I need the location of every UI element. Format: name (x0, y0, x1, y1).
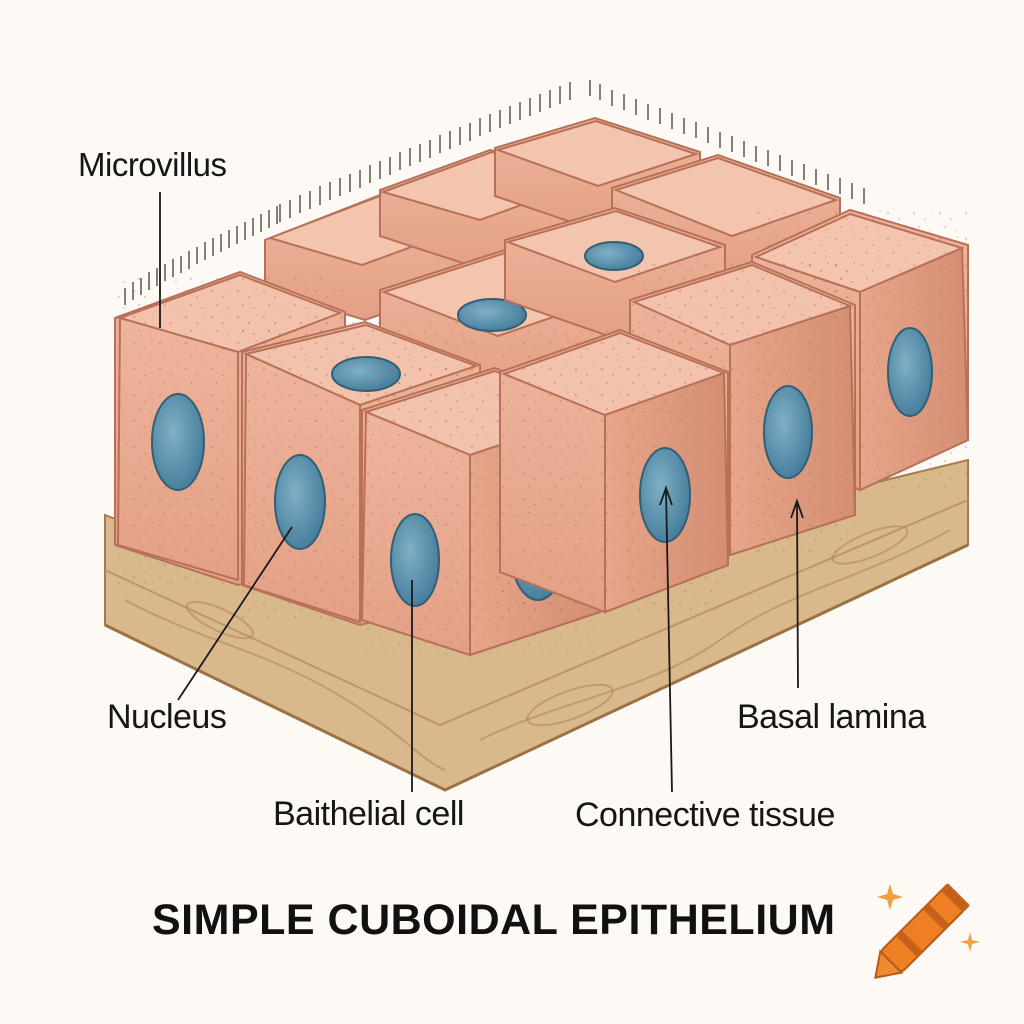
arrow-basal (790, 498, 804, 519)
label-connective-tissue: Connective tissue (575, 796, 835, 834)
leader-basal-lamina (796, 502, 799, 689)
label-epithelial-cell: Baithelial cell (273, 795, 464, 833)
leader-nucleus (177, 526, 293, 701)
leader-lines (159, 192, 804, 793)
label-nucleus: Nucleus (107, 698, 227, 736)
leader-connective-tissue (665, 489, 673, 793)
sparkle-icon (960, 932, 980, 952)
label-basal-lamina: Basal lamina (737, 698, 926, 736)
sparkle-icon (877, 884, 903, 910)
cell-front-right (499, 328, 730, 614)
diagram-title: SIMPLE CUBOIDAL EPITHELIUM (152, 896, 836, 944)
arrow-connective (659, 485, 673, 506)
crayon-icon (874, 883, 980, 979)
label-microvillus: Microvillus (78, 146, 227, 183)
